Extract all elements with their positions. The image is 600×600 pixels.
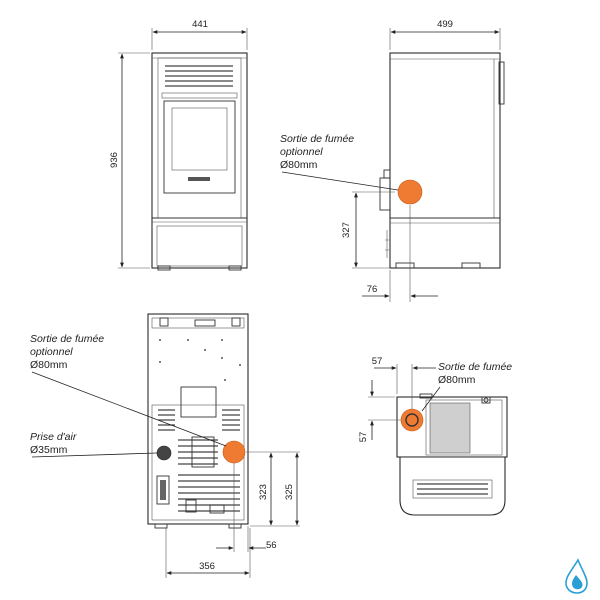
top-outlet-leader — [421, 386, 441, 412]
front-door — [163, 100, 236, 194]
rear-outlet-leader — [31, 371, 227, 447]
brand-plate — [188, 177, 210, 181]
air-intake-label-2: Ø35mm — [30, 444, 68, 456]
side-body — [389, 52, 501, 269]
rear-view: 356 56 323 325 Sortie de fumée optionnel… — [30, 313, 300, 578]
water-drop-flame-icon — [565, 558, 588, 594]
side-outlet-leader — [281, 171, 399, 191]
top-outlet-label-2: Ø80mm — [438, 374, 476, 386]
rear-outlet-label-1: Sortie de fumée — [30, 333, 104, 345]
top-view: 57 57 Sortie de fumée Ø80mm — [358, 356, 512, 516]
rear-air-height-label: 323 — [258, 484, 269, 500]
front-view: 441 936 — [109, 19, 248, 271]
front-height-label: 936 — [109, 152, 120, 168]
side-outlet-offset-label: 76 — [367, 284, 378, 295]
side-outlet-label-2: optionnel — [280, 146, 323, 158]
air-intake-leader — [31, 452, 158, 458]
side-outlet-height-label: 327 — [341, 222, 352, 238]
side-view: 499 327 76 Sortie de fumée optionnel Ø80… — [280, 19, 505, 302]
top-y-offset-label: 57 — [358, 432, 369, 443]
side-outlet-label-3: Ø80mm — [280, 159, 318, 171]
side-outlet-port — [397, 179, 423, 205]
rear-outlet-label-2: optionnel — [30, 346, 73, 358]
side-depth-label: 499 — [437, 19, 453, 30]
door-glass — [171, 107, 228, 171]
rear-outlet-label-3: Ø80mm — [30, 359, 68, 371]
side-outlet-label-1: Sortie de fumée — [280, 133, 354, 145]
air-intake-port — [156, 445, 172, 461]
rear-vents — [158, 409, 240, 512]
top-hopper-lid — [429, 402, 471, 454]
top-x-offset-label: 57 — [372, 356, 383, 367]
rear-width-label: 356 — [199, 561, 215, 572]
rear-offset-label: 56 — [266, 540, 277, 551]
front-width-label: 441 — [192, 19, 208, 30]
top-vents — [417, 483, 488, 495]
front-grille — [165, 65, 233, 87]
rear-rivets — [159, 339, 241, 381]
air-intake-label-1: Prise d'air — [30, 431, 77, 443]
front-body — [151, 52, 248, 269]
top-base — [399, 456, 506, 516]
rear-access-panel — [180, 386, 217, 418]
rear-outlet-port — [222, 440, 246, 464]
rear-outlet-height-label: 325 — [284, 484, 295, 500]
top-outlet-label-1: Sortie de fumée — [438, 361, 512, 373]
top-outlet-port — [400, 408, 424, 432]
